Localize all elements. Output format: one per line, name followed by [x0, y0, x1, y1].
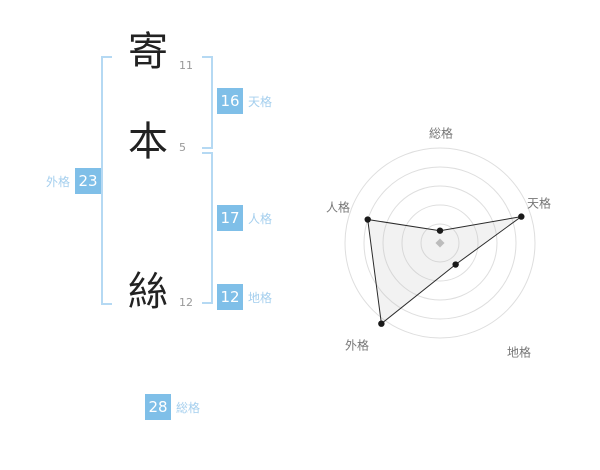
gaikaku-label: 外格 — [46, 174, 71, 189]
stroke-count-1: 11 — [179, 59, 193, 72]
gaikaku-row: 外格 23 — [46, 168, 102, 194]
gaikaku-value-badge: 23 — [75, 168, 102, 194]
tenkaku-label: 天格 — [248, 94, 273, 109]
soukaku-value-badge: 28 — [145, 394, 171, 420]
chikaku-row: 12 地格 — [217, 284, 272, 310]
stroke-count-2: 5 — [179, 141, 186, 154]
radar-chart: 総格 天格 地格 外格 人格 — [310, 115, 570, 375]
name-character-3: 絲 — [128, 269, 168, 315]
jinkaku-bracket — [202, 152, 213, 304]
soukaku-row: 28 総格 — [145, 394, 200, 420]
chikaku-value-badge: 12 — [217, 284, 243, 310]
jinkaku-label: 人格 — [248, 211, 273, 226]
gaikaku-bracket — [101, 56, 112, 305]
radar-axis-label-soukaku: 総格 — [428, 126, 454, 141]
radar-axis-label-chikaku: 地格 — [506, 345, 532, 360]
name-character-1: 寄 — [128, 29, 168, 75]
radar-chart-svg — [344, 147, 536, 339]
radar-axis-label-tenkaku: 天格 — [526, 196, 552, 211]
chikaku-label: 地格 — [248, 290, 273, 305]
radar-axis-label-jinkaku: 人格 — [325, 200, 351, 215]
soukaku-label: 総格 — [176, 400, 201, 415]
tenkaku-row: 16 天格 — [217, 88, 272, 114]
tenkaku-bracket — [202, 56, 213, 149]
tenkaku-value-badge: 16 — [217, 88, 243, 114]
stroke-count-3: 12 — [179, 296, 193, 309]
jinkaku-row: 17 人格 — [217, 205, 272, 231]
name-character-2: 本 — [128, 119, 168, 165]
radar-axis-label-gaikaku: 外格 — [344, 338, 370, 353]
jinkaku-value-badge: 17 — [217, 205, 243, 231]
